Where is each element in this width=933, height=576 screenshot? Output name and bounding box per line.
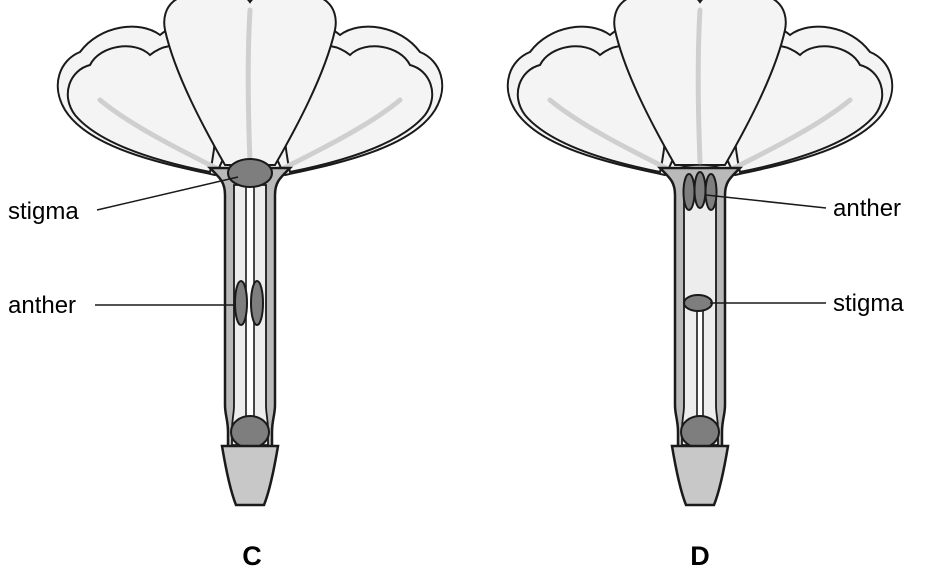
ovary-c: [231, 416, 269, 448]
label-stigma-c: stigma: [8, 198, 79, 225]
anther-d-3: [706, 174, 717, 210]
caption-c: C: [242, 541, 262, 571]
calyx-c: [222, 446, 278, 505]
label-stigma-d: stigma: [833, 290, 904, 317]
flower-c: [58, 0, 442, 505]
ovary-d: [681, 416, 719, 448]
stigma-c: [228, 159, 272, 187]
anther-d-2: [695, 172, 706, 208]
leader-stigma-c: [97, 177, 238, 210]
stigma-d: [684, 295, 712, 311]
label-anther-d: anther: [833, 195, 901, 222]
corolla-d: [508, 0, 892, 177]
label-anther-c: anther: [8, 292, 76, 319]
calyx-d: [672, 446, 728, 505]
anther-c-left: [235, 281, 247, 325]
caption-d: D: [690, 541, 710, 571]
style-d: [697, 302, 703, 420]
anther-c-right: [251, 281, 263, 325]
flower-d: [508, 0, 892, 505]
corolla-c: [58, 0, 442, 177]
anther-d-1: [684, 174, 695, 210]
